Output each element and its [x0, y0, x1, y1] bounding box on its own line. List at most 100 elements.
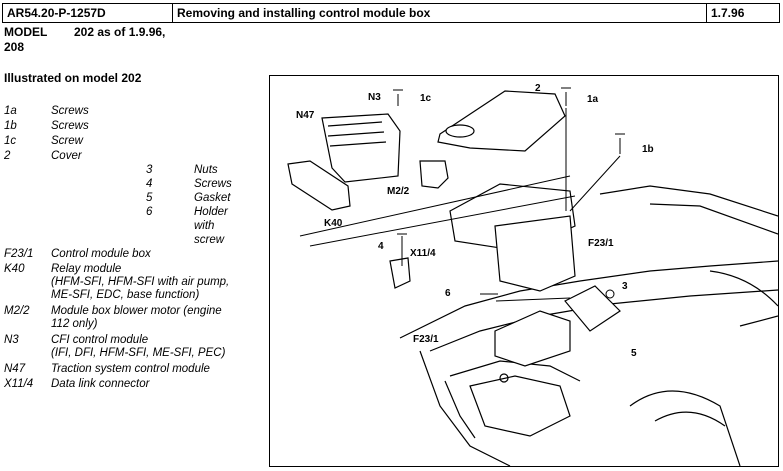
legend-item: F23/1 Control module box	[4, 247, 266, 261]
grille-edge	[444, 380, 476, 439]
screw-1b-axis	[569, 155, 621, 212]
wheel-rim	[654, 411, 726, 427]
legend-key: N47	[4, 363, 26, 375]
screw-1c	[393, 89, 403, 106]
legend-desc: Cover	[51, 150, 82, 162]
legend-item: K40 Relay module (HFM-SFI, HFM-SFI with …	[4, 262, 266, 304]
model-value-1: 202 as of 1.9.96,	[74, 25, 166, 39]
legend-desc: Screw	[51, 135, 83, 147]
blower-m22	[419, 160, 449, 189]
module-n47-ribs	[327, 121, 387, 147]
legend-key: N3	[4, 334, 19, 346]
legend-desc-2: with	[194, 220, 215, 232]
legend-item: N3 CFI control module (IFI, DFI, HFM-SFI…	[4, 333, 266, 361]
label-5: 5	[631, 348, 637, 359]
wheel-arch	[629, 390, 741, 466]
legend-item: 3 Nuts	[146, 163, 266, 177]
tray-f231	[494, 310, 571, 367]
legend-item: 2 Cover	[4, 149, 144, 163]
model-info: MODEL 202 as of 1.9.96, 208	[4, 25, 165, 55]
doc-date: 1.7.96	[711, 6, 745, 20]
legend-desc-2: (HFM-SFI, HFM-SFI with air pump,	[51, 276, 230, 288]
connector-x114	[389, 257, 411, 289]
legend-desc: Module box blower motor (engine	[51, 305, 222, 317]
legend-item: 5 Gasket	[146, 191, 266, 205]
assembly-lines	[299, 175, 576, 247]
legend-item: N47 Traction system control module	[4, 362, 266, 376]
legend-item: 1c Screw	[4, 134, 144, 148]
legend-key: 1c	[4, 135, 17, 147]
windshield-line	[599, 185, 778, 217]
legend-item: 1a Screws	[4, 104, 144, 118]
label-n47: N47	[296, 110, 315, 121]
legend-desc: Nuts	[194, 164, 218, 176]
diagram-svg: N3 N47 1c 2 1a 1b M2/2 K40 4 X11/4 F23/1…	[287, 83, 778, 466]
doc-id: AR54.20-P-1257D	[3, 4, 173, 22]
module-n47	[321, 113, 401, 183]
legend-item: M2/2 Module box blower motor (engine 112…	[4, 304, 266, 332]
legend-key: 3	[146, 164, 153, 176]
legend-desc: CFI control module	[51, 334, 149, 346]
door-line	[739, 315, 778, 327]
legend-key: 6	[146, 206, 153, 218]
cover-boss	[445, 124, 475, 138]
legend-key: 1a	[4, 105, 17, 117]
legend-desc: Control module box	[51, 248, 151, 260]
bumper-shape	[469, 375, 571, 437]
legend-desc: Relay module	[51, 263, 122, 275]
cover-2	[437, 90, 566, 152]
legend-desc-2: 112 only)	[51, 318, 98, 330]
screw-1a	[561, 87, 571, 106]
label-6: 6	[445, 288, 451, 299]
fender-line	[709, 270, 778, 307]
label-n3: N3	[368, 92, 381, 103]
legend-item: 4 Screws	[146, 177, 266, 191]
legend-desc: Holder	[194, 206, 228, 218]
legend-item: 1b Screws	[4, 119, 144, 133]
legend-key: 1b	[4, 120, 17, 132]
windshield-inner	[649, 203, 778, 235]
legend-desc: Gasket	[194, 192, 231, 204]
label-1a: 1a	[587, 94, 599, 105]
gasket-5	[564, 285, 621, 332]
legend-key: M2/2	[4, 305, 30, 317]
headlight	[449, 360, 581, 382]
box-f231	[494, 215, 576, 292]
label-m22: M2/2	[387, 186, 410, 197]
model-value-2: 208	[4, 40, 25, 54]
doc-title: Removing and installing control module b…	[173, 4, 707, 22]
label-1c: 1c	[420, 93, 432, 104]
illustrated-note: Illustrated on model 202	[4, 71, 142, 85]
screw-1b	[615, 133, 625, 154]
label-1b: 1b	[642, 144, 654, 155]
label-4: 4	[378, 241, 384, 252]
emblem	[499, 373, 509, 383]
screw-4	[397, 233, 407, 266]
exploded-diagram: N3 N47 1c 2 1a 1b M2/2 K40 4 X11/4 F23/1…	[269, 75, 779, 467]
label-f231-b: F23/1	[413, 334, 439, 345]
legend-key: K40	[4, 263, 25, 275]
nut-3	[605, 289, 615, 299]
legend-desc: Screws	[51, 120, 89, 132]
legend-item: 6 Holder with screw	[146, 205, 266, 247]
legend-desc-3: ME-SFI, EDC, base function)	[51, 289, 200, 301]
legend-key: 2	[4, 150, 11, 162]
label-k40: K40	[324, 218, 343, 229]
legend-item: X11/4 Data link connector	[4, 377, 266, 391]
legend-key: X11/4	[4, 378, 34, 390]
legend-desc: Screws	[194, 178, 232, 190]
model-label: MODEL	[4, 25, 48, 39]
legend-key: 5	[146, 192, 153, 204]
label-3: 3	[622, 281, 628, 292]
header-table: AR54.20-P-1257D Removing and installing …	[2, 3, 780, 23]
label-x114: X11/4	[410, 248, 436, 259]
legend-key: F23/1	[4, 248, 34, 260]
legend-key: 4	[146, 178, 153, 190]
relay-k40	[287, 160, 351, 211]
holder-line	[495, 297, 571, 302]
label-2: 2	[535, 83, 541, 94]
legend-desc-2: (IFI, DFI, HFM-SFI, ME-SFI, PEC)	[51, 347, 226, 359]
legend-desc: Screws	[51, 105, 89, 117]
label-f231-a: F23/1	[588, 238, 614, 249]
legend-desc: Data link connector	[51, 378, 150, 390]
